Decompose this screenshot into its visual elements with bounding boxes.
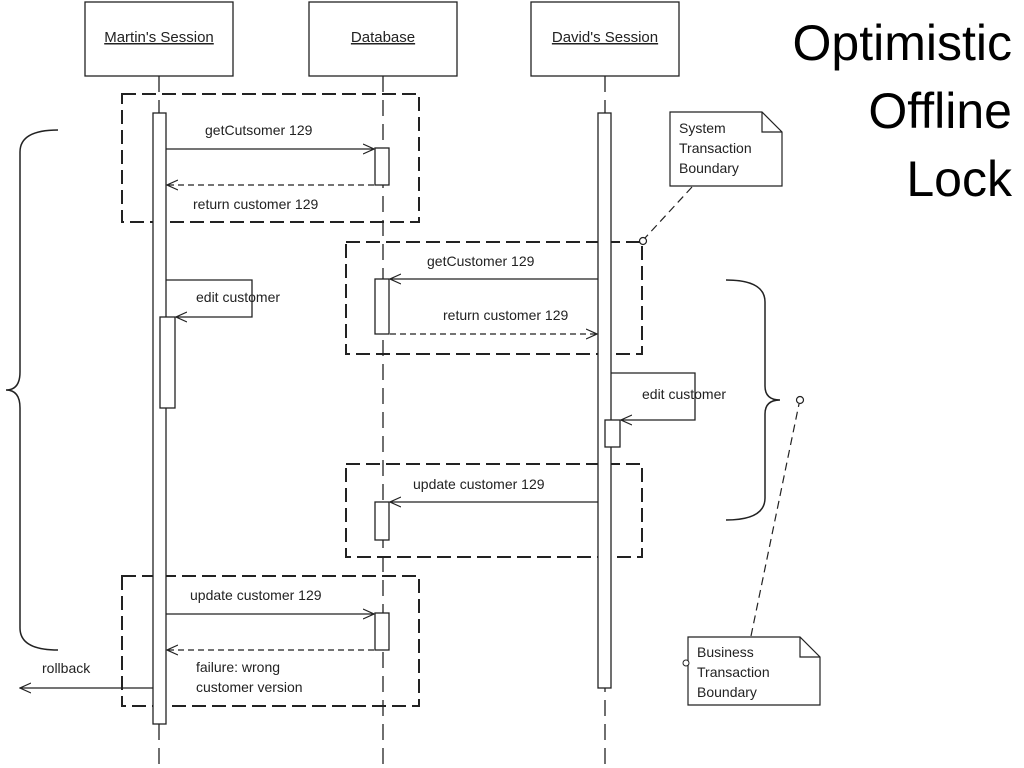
msg-edit-customer-martin-arrow [166,279,253,317]
note-system-line-2: Transaction [679,140,752,156]
msg-failure-label-line-1: failure: wrong [196,659,280,675]
participant-david-label: David's Session [552,29,658,46]
participant-martin: Martin's Session [84,1,234,77]
note-business-small-dot [682,659,690,667]
msg-return-customer-martin-label: return customer 129 [193,196,318,212]
note-system-line-3: Boundary [679,160,739,176]
system-transaction-frame-3 [345,463,643,558]
participant-database: Database [308,1,458,77]
activation-db-2 [374,278,390,335]
msg-edit-customer-david-label: edit customer [642,386,726,402]
participant-martin-label: Martin's Session [104,29,214,46]
participant-database-label: Database [351,29,415,46]
left-business-transaction-brace [5,129,59,651]
activation-david-main [597,112,612,689]
msg-get-customer-david-label: getCustomer 129 [427,253,535,269]
system-transaction-frame-1 [121,93,420,223]
system-transaction-frame-2 [345,241,643,355]
msg-update-customer-david-label: update customer 129 [413,476,545,492]
msg-edit-customer-david-arrow [611,372,696,420]
note-business-connector [750,403,800,637]
activation-db-4 [374,612,390,651]
system-transaction-frame-4 [121,575,420,707]
note-business-line-1: Business [697,644,754,660]
note-system-transaction-boundary: System Transaction Boundary [669,111,783,187]
note-business-anchor-dot [795,395,805,405]
activation-db-3 [374,501,390,541]
activation-martin-main [152,112,167,725]
msg-return-customer-david-label: return customer 129 [443,307,568,323]
msg-edit-customer-martin-label: edit customer [196,289,280,305]
note-system-connector [644,186,693,239]
activation-db-1 [374,147,390,186]
note-business-line-2: Transaction [697,664,770,680]
right-business-transaction-brace [725,279,781,521]
title-line-3: Lock [906,151,1013,207]
title-line-2: Offline [868,83,1012,139]
activation-david-edit [604,419,621,448]
msg-rollback-label: rollback [42,660,91,676]
activation-martin-edit [159,316,176,409]
note-system-line-1: System [679,120,726,136]
slide-title: Optimistic Offline Lock [793,15,1013,207]
msg-failure-label-line-2: customer version [196,679,303,695]
note-business-line-3: Boundary [697,684,757,700]
note-business-transaction-boundary: Business Transaction Boundary [687,636,821,706]
note-system-anchor-dot [638,236,648,246]
participant-david: David's Session [530,1,680,77]
msg-update-customer-martin-label: update customer 129 [190,587,322,603]
title-line-1: Optimistic [793,15,1012,71]
msg-get-customer-martin-label: getCutsomer 129 [205,122,313,138]
